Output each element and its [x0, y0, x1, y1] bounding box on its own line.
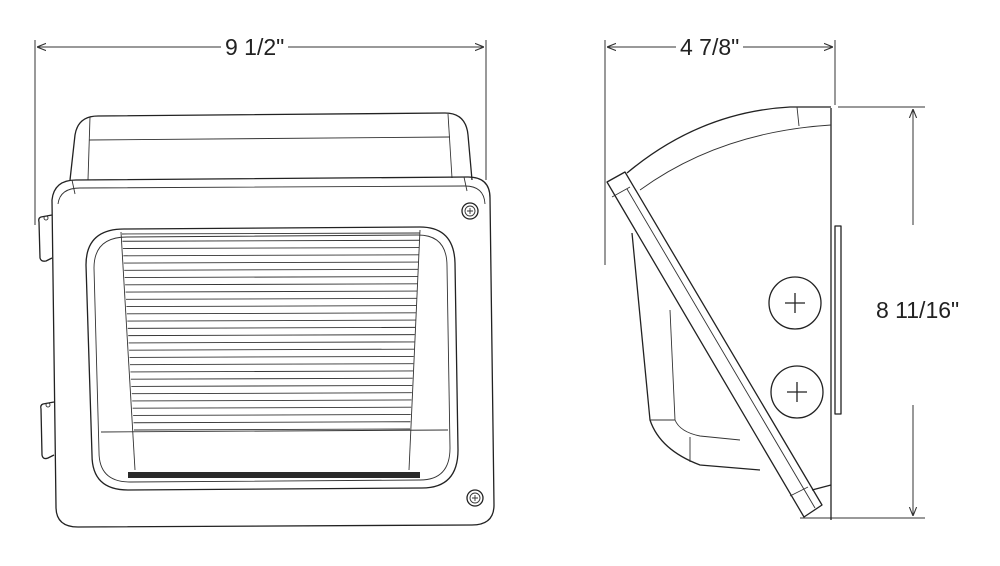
side-screw-lower [770, 365, 824, 419]
louver-line [129, 363, 414, 366]
louver-line [126, 305, 417, 308]
width-dimension [34, 40, 487, 225]
louver-line [128, 341, 415, 344]
louver-line [128, 334, 415, 337]
louver-line [133, 428, 411, 431]
slanted-frame [606, 171, 823, 518]
louver-line [125, 283, 418, 286]
height-label: 8 11/16" [876, 297, 960, 324]
side-screw-upper [768, 276, 822, 330]
louver-line [123, 261, 419, 264]
louver-line [125, 290, 418, 293]
louver-line [127, 319, 416, 322]
louver-line [121, 232, 421, 235]
louver-line [122, 239, 420, 242]
hinge-bottom [40, 401, 55, 460]
louver-line [131, 392, 412, 395]
screw-bottom-right [466, 489, 484, 507]
louver-line [126, 312, 416, 315]
hinge-top [38, 214, 53, 262]
louver-line [123, 254, 419, 257]
side-view [606, 106, 842, 520]
depth-label: 4 7/8" [676, 34, 744, 61]
window-opening-outer [85, 226, 459, 491]
louver-line [133, 421, 411, 424]
face-plate-outer [51, 176, 495, 528]
louver-group [121, 232, 421, 431]
louver-line [125, 297, 417, 300]
louver-line [129, 355, 414, 358]
front-view [38, 112, 495, 528]
louver-line [124, 268, 419, 271]
screw-top-right [461, 202, 479, 220]
top-curve [626, 106, 831, 174]
louver-line [132, 406, 412, 409]
lower-body [631, 232, 761, 471]
width-label: 9 1/2" [221, 34, 289, 61]
louver-line [129, 348, 415, 351]
top-housing [69, 112, 473, 181]
louver-line [127, 326, 416, 329]
led-strip [128, 472, 420, 478]
louver-line [130, 377, 413, 380]
louver-line [130, 370, 413, 373]
louver-line [133, 414, 411, 416]
height-dimension [800, 106, 925, 519]
louver-line [124, 276, 418, 279]
louver-line [132, 399, 412, 402]
louver-line [131, 384, 413, 387]
depth-dimension [604, 40, 836, 265]
louver-line [122, 247, 420, 249]
